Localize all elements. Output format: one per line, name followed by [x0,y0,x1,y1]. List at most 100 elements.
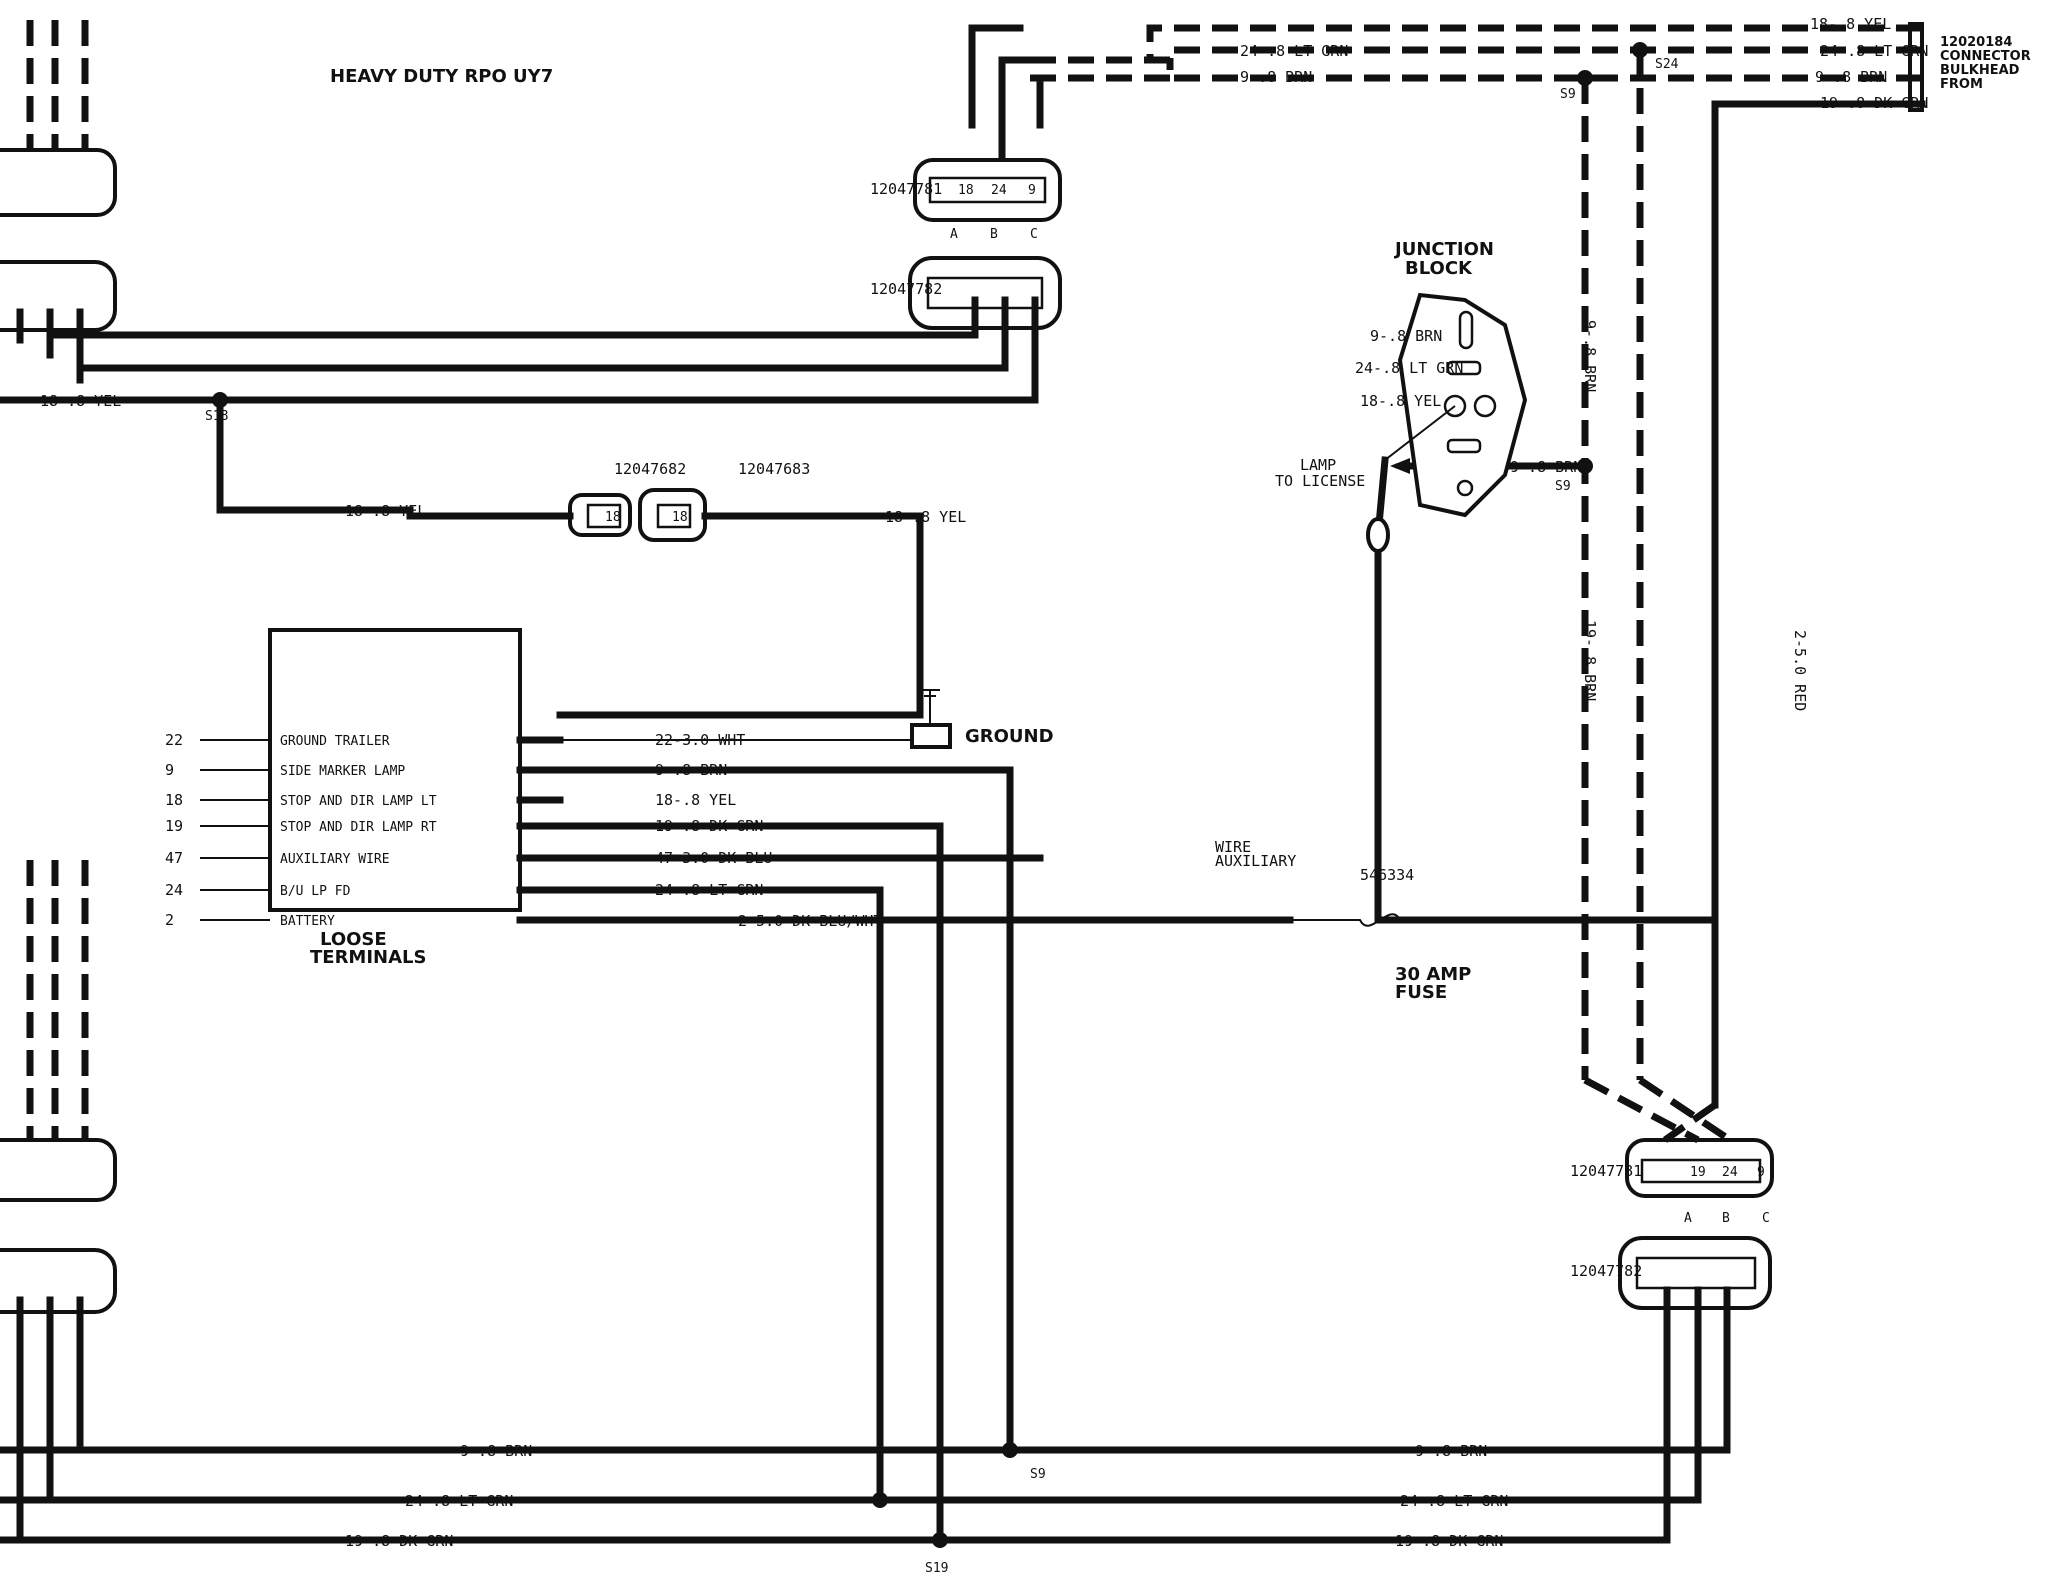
s9-bottom-label: S9 [1030,1467,1046,1482]
top-yel-wire [316,296,1039,404]
jb-slot-a [1446,360,1482,376]
partial-drop-wires [16,308,84,1544]
splice-s9-top-label: S9 [1560,87,1576,102]
bulkhead-line1: 12020184 [1940,35,2012,50]
partial-conn-bot-b [0,1248,117,1314]
bot-12047781-label: 12047781 [1570,1162,1642,1180]
partial-top-wires [26,20,89,150]
top-pin-a: A [950,227,958,242]
bot-pin24: 24 [1722,1165,1738,1180]
yel-b-wire [701,512,924,719]
license-line2: TO LICENSE [1275,472,1365,490]
top-pin9: 9 [1028,183,1036,198]
brn-upper-label: 9-.8 BRN [1240,68,1312,86]
loose-terminal-num: 18 [165,791,183,809]
ltgrn-upper-label: 24-.8 LT GRN [1240,42,1348,60]
top-pin24: 24 [991,183,1007,198]
loose-terminal-name: B/U LP FD [280,884,351,899]
ground-label: GROUND [965,726,1054,747]
c12047683-label: 12047683 [738,460,810,478]
loose-terminal-num: 47 [165,849,183,867]
bulkhead-bracket [1908,22,1924,112]
bot-ltgrn-wire [0,1286,1702,1504]
top-12047781-label: 12047781 [870,180,942,198]
bot-ltgrn-r-label: 24-.8 LT GRN [1400,1492,1508,1510]
yel-a-label: 18-.8 YEL [345,502,426,520]
top-brn-label: 9-.8 BRN [1370,327,1442,345]
lamp-splice-label: S9 [1555,479,1571,494]
bot-pin-c: C [1762,1211,1770,1226]
top-pin-b: B [990,227,998,242]
aux-line2: WIRE [1215,838,1251,856]
junction-line2: BLOCK [1405,258,1473,279]
ground-symbol-group: GROUND [910,689,1054,749]
license-line1: LAMP [1300,456,1336,474]
loose-terminal-num: 24 [165,881,183,899]
conn-12047781-bottom-pins [1640,1158,1762,1184]
loose-terminal-num: 2 [165,911,174,929]
pin18-a: 18 [672,510,688,525]
c12047682-label: 12047682 [614,460,686,478]
bot-dkgrn-r-label: 19-.8 DK GRN [1395,1532,1503,1550]
trunk-to-bottom-conn [1583,1076,1732,1144]
lt-dkgrn-riser [556,822,944,1544]
loose-terminal-num: 9 [165,761,174,779]
loose-terminals-box [268,628,522,912]
top-12047782-label: 12047782 [870,280,942,298]
battery-wire-label: 2-5.0 DK BLU/WHT [738,912,883,930]
bot-dkgrn-label: 19-.8 DK GRN [345,1532,453,1550]
loose-terminal-name: STOP AND DIR LAMP RT [280,820,437,835]
connector-bottom-right: 19 24 9 A B C 12047781 12047782 [1570,1138,1774,1310]
diagram-title: HEAVY DUTY RPO UY7 [330,66,553,87]
vert-brn2-label: 19-.8 BRN [1581,620,1599,701]
connector-pair-18: 18 18 12047682 12047683 [568,460,810,542]
loose-line1: LOOSE [320,929,387,950]
bulkhead-brn-label: 9-.8 BRN [1815,68,1887,86]
splice-s24-label: S24 [1655,57,1679,72]
upper-drop-wires [998,56,1034,169]
ground-terminal [910,723,952,749]
ring-terminal-icon [1366,517,1390,553]
jb-slot-b [1446,438,1482,454]
loose-terminal-num: 19 [165,817,183,835]
bot-brn-wire [0,1286,1731,1454]
conn-12047782-bottom-pins [1635,1256,1757,1290]
lamp-brn-label: 9-.8 BRN [1510,458,1582,476]
loose-terminal-num: 22 [165,731,183,749]
bulkhead-dkgrn-label: 19-.8 DK GRN [1820,94,1928,112]
s18-drop-wire [216,396,414,514]
bot-dkgrn-wire [0,1286,1671,1544]
bulkhead-line3: BULKHEAD [1940,63,2020,78]
partial-conn-top-a [0,148,117,217]
left-partial-connectors [0,20,117,1544]
jb-term-1 [1473,394,1497,418]
junction-line1: JUNCTION [1393,239,1494,260]
lt-brn-riser [556,766,1014,1454]
bulkhead-dkgrn-wire [1711,100,1926,1109]
loose-terminal-name: BATTERY [280,914,335,929]
partial-conn-bot-a [0,1138,117,1202]
ground-icon [920,689,940,725]
pin18-b: 18 [605,510,621,525]
top-pin-c: C [1030,227,1038,242]
lamp-arrow-icon [1390,458,1410,474]
fuse-line1: 30 AMP [1395,964,1471,985]
lt-ltgrn-riser [556,886,884,1504]
loose-terminal-name: GROUND TRAILER [280,734,390,749]
red-wire [1374,456,1719,924]
upper-drop-wires-2 [968,24,1044,129]
bot-pin9: 9 [1757,1165,1765,1180]
loose-line2: TERMINALS [310,947,426,968]
partial-conn-top-b [0,260,117,332]
jb-slot-top [1458,310,1474,350]
top-yel-label: 18-.8 YEL [1360,392,1441,410]
bot-pin19: 19 [1690,1165,1706,1180]
bot-pin-a: A [1684,1211,1692,1226]
bot-ltgrn-label: 24-.8 LT GRN [405,1492,513,1510]
s19-label: S19 [925,1561,948,1576]
bulkhead-line2: CONNECTOR [1940,49,2031,64]
top-yel-left-label: 18-.8 YEL [40,392,121,410]
vert-brn1-label: 9-.8 BRN [1581,320,1599,392]
